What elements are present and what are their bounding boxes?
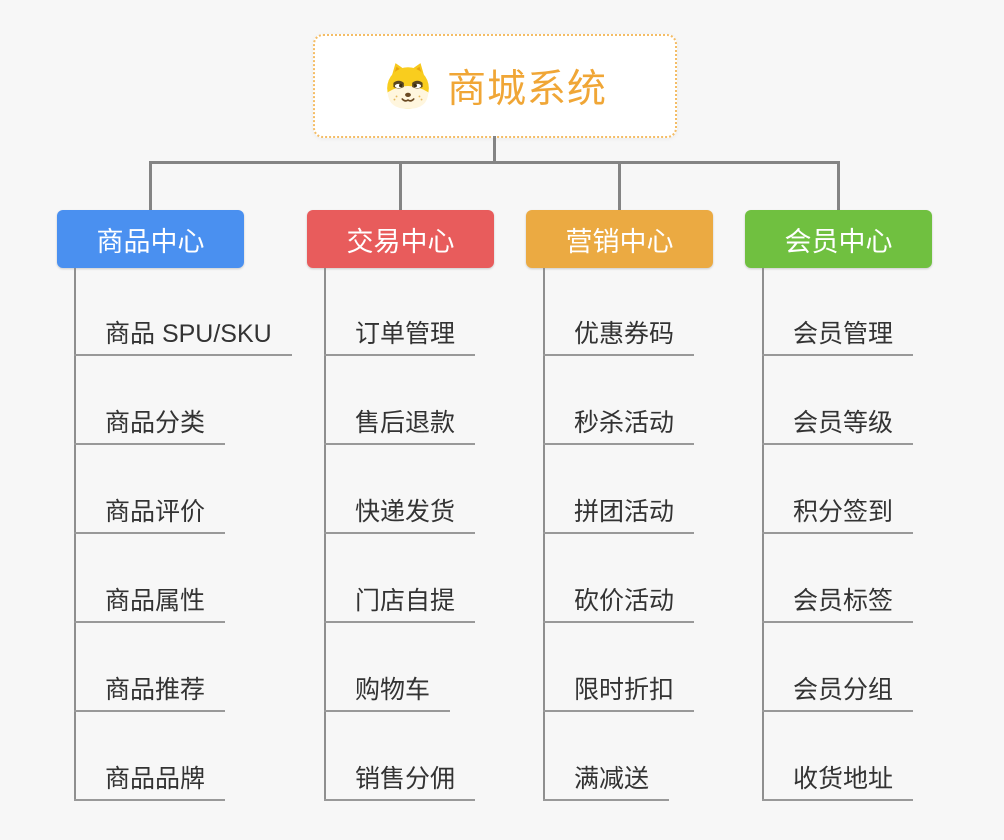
branch-vline-product-center [74,268,76,801]
child-node-marketing-center-2[interactable]: 秒杀活动 [543,406,695,445]
child-node-product-center-4[interactable]: 商品属性 [74,584,226,623]
child-node-marketing-center-1[interactable]: 优惠券码 [543,317,695,356]
branch-vline-marketing-center [543,268,545,801]
branch-node-member-center[interactable]: 会员中心 [745,210,932,268]
connector-drop-1 [149,161,152,210]
branch-vline-member-center [762,268,764,801]
child-node-marketing-center-5[interactable]: 限时折扣 [543,673,695,712]
child-node-member-center-3[interactable]: 积分签到 [762,495,914,534]
child-node-product-center-2[interactable]: 商品分类 [74,406,226,445]
branch-marketing-center: 营销中心优惠券码秒杀活动拼团活动砍价活动限时折扣满减送 [526,210,766,810]
child-node-member-center-6[interactable]: 收货地址 [762,762,914,801]
child-node-product-center-6[interactable]: 商品品牌 [74,762,226,801]
child-node-trade-center-4[interactable]: 门店自提 [324,584,476,623]
child-node-product-center-1[interactable]: 商品 SPU/SKU [74,317,292,356]
branch-product-center: 商品中心商品 SPU/SKU 商品分类商品评价商品属性商品推荐商品品牌 [57,210,297,810]
branch-vline-trade-center [324,268,326,801]
root-node-mall-system[interactable]: 商城系统 [313,34,677,138]
child-node-marketing-center-4[interactable]: 砍价活动 [543,584,695,623]
connector-drop-3 [618,161,621,210]
connector-drop-2 [399,161,402,210]
child-node-trade-center-6[interactable]: 销售分佣 [324,762,476,801]
root-node-title: 商城系统 [446,68,607,111]
child-node-product-center-5[interactable]: 商品推荐 [74,673,226,712]
child-node-member-center-1[interactable]: 会员管理 [762,317,914,356]
branch-member-center: 会员中心会员管理会员等级积分签到会员标签会员分组收货地址 [745,210,985,810]
branch-node-product-center[interactable]: 商品中心 [57,210,244,268]
connector-root-stub [493,136,496,163]
branch-node-marketing-center[interactable]: 营销中心 [526,210,713,268]
connector-bus [149,161,840,164]
child-node-member-center-5[interactable]: 会员分组 [762,673,914,712]
child-node-trade-center-2[interactable]: 售后退款 [324,406,476,445]
child-node-marketing-center-6[interactable]: 满减送 [543,762,670,801]
child-node-marketing-center-3[interactable]: 拼团活动 [543,495,695,534]
child-node-trade-center-5[interactable]: 购物车 [324,673,451,712]
branch-trade-center: 交易中心订单管理售后退款快递发货门店自提购物车销售分佣 [307,210,547,810]
child-node-trade-center-1[interactable]: 订单管理 [324,317,476,356]
child-node-member-center-2[interactable]: 会员等级 [762,406,914,445]
child-node-product-center-3[interactable]: 商品评价 [74,495,226,534]
child-node-trade-center-3[interactable]: 快递发货 [324,495,476,534]
child-node-member-center-4[interactable]: 会员标签 [762,584,914,623]
connector-drop-4 [837,161,840,210]
shiba-dog-icon [383,61,433,111]
branch-node-trade-center[interactable]: 交易中心 [307,210,494,268]
